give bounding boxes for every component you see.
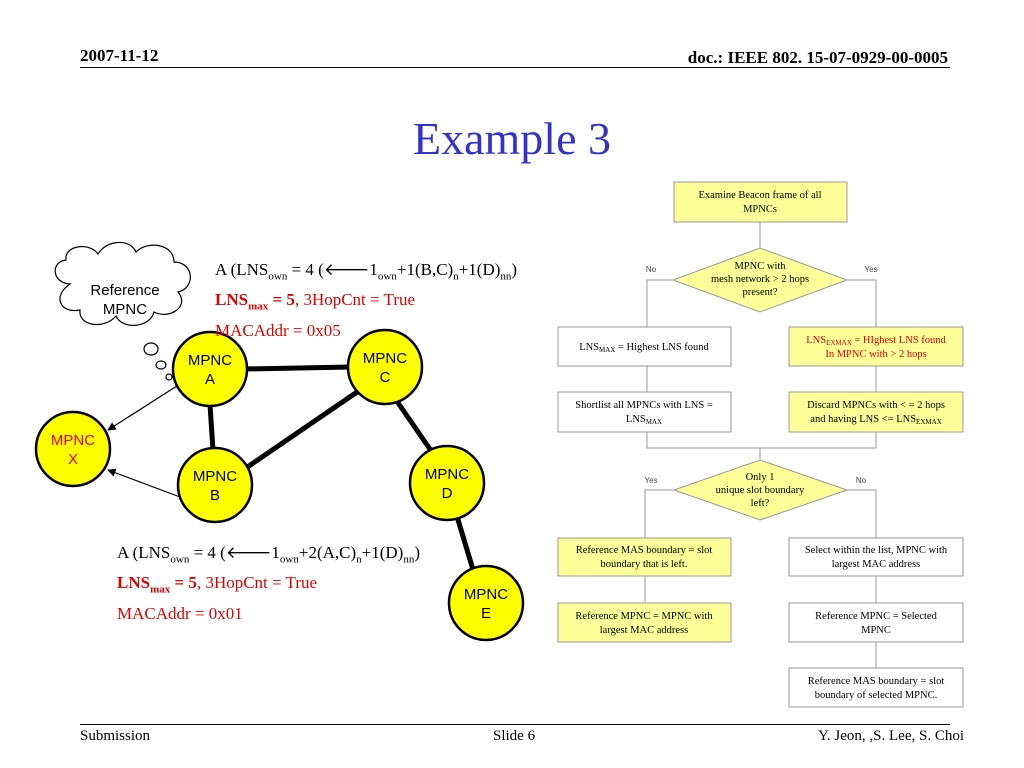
flow-shortlist-line2: LNSMAX — [626, 414, 662, 426]
node-c-line2: C — [380, 369, 391, 386]
footer-slide-number: Slide 6 — [493, 728, 536, 744]
header-divider — [80, 67, 950, 68]
flow-discard-line1: Discard MPNCs with < = 2 hops — [807, 400, 945, 411]
node-mpnc-b: MPNC B — [176, 446, 254, 524]
info-a-mac: MACAddr = 0x05 — [215, 320, 341, 340]
node-c-line1: MPNC — [363, 350, 407, 367]
node-a-line1: MPNC — [188, 352, 232, 369]
flow-decision-mesh-hops: MPNC with mesh network > 2 hops present?… — [646, 247, 878, 313]
header-date: 2007-11-12 — [80, 46, 159, 65]
flow-box-ref-mpnc-mac: Reference MPNC = MPNC with largest MAC a… — [557, 602, 732, 643]
flow-box-ref-mas-left: Reference MAS boundary = slot boundary t… — [557, 537, 732, 577]
link-a-c — [243, 364, 352, 372]
slide-title: Example 3 — [413, 113, 611, 164]
reference-thought-cloud: Reference MPNC — [54, 241, 191, 381]
info-block-node-a: A (LNSown = 4 (🡐1own+1(B,C)n+1(D)nn) LNS… — [215, 258, 517, 342]
footer-divider — [80, 724, 950, 725]
decision1-line1: MPNC with — [734, 261, 786, 272]
flow-decision-unique-slot: Only 1 unique slot boundary left? Yes No — [644, 459, 867, 521]
flow-shortlist-line1: Shortlist all MPNCs with LNS = — [575, 400, 713, 411]
node-mpnc-a: MPNC A — [171, 330, 249, 408]
flow-box-shortlist: Shortlist all MPNCs with LNS = LNSMAX — [557, 391, 732, 433]
link-c-d — [391, 395, 437, 457]
header-doc-id: doc.: IEEE 802. 15-07-0929-00-0005 — [687, 48, 948, 67]
node-e-line1: MPNC — [464, 586, 508, 603]
left-arrow-icon: 🡐 — [225, 543, 272, 562]
arrow-a-to-x — [107, 383, 181, 431]
link-a-b — [207, 404, 216, 451]
flow-start-line1: Examine Beacon frame of all — [698, 190, 821, 201]
decision2-yes-label: Yes — [644, 476, 657, 485]
arrow-b-to-x — [107, 468, 181, 498]
node-mpnc-x: MPNC X — [34, 410, 112, 488]
flow-discard-line2: and having LNS <= LNSEXMAX — [810, 414, 941, 426]
flow-select-mac-line2: largest MAC address — [832, 559, 920, 570]
flow-start-box: Examine Beacon frame of all MPNCs — [673, 181, 848, 223]
info-block-node-b: A (LNSown = 4 (🡐1own+2(A,C)n+1(D)nn) LNS… — [117, 541, 420, 625]
decision1-yes-label: Yes — [864, 265, 877, 274]
node-b-line1: MPNC — [193, 468, 237, 485]
flow-ref-mpnc-selected-line1: Reference MPNC = Selected — [815, 611, 937, 622]
node-b-line2: B — [210, 487, 220, 504]
node-e-line2: E — [481, 605, 491, 622]
flowchart: Examine Beacon frame of all MPNCs MPNC w… — [557, 181, 964, 708]
flow-ref-mas-left-line1: Reference MAS boundary = slot — [576, 545, 713, 556]
flow-ref-mpnc-mac-line2: largest MAC address — [600, 625, 688, 636]
node-d-line2: D — [442, 485, 453, 502]
flow-ref-mas-selected-line1: Reference MAS boundary = slot — [808, 676, 945, 687]
flow-ref-mas-selected-line2: boundary of selected MPNC. — [815, 690, 937, 701]
flow-ref-mpnc-mac-line1: Reference MPNC = MPNC with — [575, 611, 713, 622]
decision2-line3: left? — [751, 498, 770, 509]
footer-authors: Y. Jeon, ,S. Lee, S. Choi — [818, 728, 964, 744]
info-a-lns-line: A (LNSown = 4 (🡐1own+1(B,C)n+1(D)nn) — [215, 260, 518, 283]
info-b-mac: MACAddr = 0x01 — [117, 603, 243, 623]
network-diagram: Reference MPNC MPNC A MPNC C MPNC X MPNC… — [34, 241, 525, 642]
flow-box-ref-mas-selected: Reference MAS boundary = slot boundary o… — [788, 667, 964, 708]
flow-ref-mas-left-line2: boundary that is left. — [601, 559, 688, 570]
info-b-max-line: LNSmax = 5, 3HopCnt = True — [117, 573, 318, 596]
decision2-line2: unique slot boundary — [716, 485, 805, 496]
cloud-label-line2: MPNC — [103, 301, 147, 318]
flow-box-select-mac: Select within the list, MPNC with larges… — [788, 537, 964, 577]
decision1-line2: mesh network > 2 hops — [711, 274, 809, 285]
cloud-label-line1: Reference — [90, 282, 159, 299]
link-b-c — [244, 387, 362, 471]
flow-lns-exmax-line1: LNSEXMAX = HIghest LNS found — [806, 335, 946, 347]
footer-submission: Submission — [80, 728, 151, 744]
node-x-line2: X — [68, 451, 78, 468]
flow-lns-max-text: LNSMAX = Highest LNS found — [579, 342, 709, 354]
node-mpnc-e: MPNC E — [447, 564, 525, 642]
node-mpnc-d: MPNC D — [408, 444, 486, 522]
flow-start-line2: MPNCs — [743, 204, 777, 215]
flow-lns-exmax-line2: In MPNC with > 2 hops — [825, 349, 926, 360]
left-arrow-icon: 🡐 — [323, 260, 370, 279]
flow-box-lns-max: LNSMAX = Highest LNS found — [557, 326, 732, 367]
decision1-line3: present? — [743, 287, 778, 298]
decision2-no-label: No — [856, 476, 867, 485]
node-a-line2: A — [205, 371, 215, 388]
node-d-line1: MPNC — [425, 466, 469, 483]
node-x-line1: MPNC — [51, 432, 95, 449]
flow-box-lns-exmax: LNSEXMAX = HIghest LNS found In MPNC wit… — [788, 326, 964, 367]
node-mpnc-c: MPNC C — [346, 328, 424, 406]
flow-box-ref-mpnc-selected: Reference MPNC = Selected MPNC — [788, 602, 964, 643]
link-d-e — [453, 512, 477, 574]
flow-select-mac-line1: Select within the list, MPNC with — [805, 545, 948, 556]
flow-ref-mpnc-selected-line2: MPNC — [861, 625, 891, 636]
decision1-no-label: No — [646, 265, 657, 274]
info-b-lns-line: A (LNSown = 4 (🡐1own+2(A,C)n+1(D)nn) — [117, 543, 421, 566]
info-a-max-line: LNSmax = 5, 3HopCnt = True — [215, 290, 416, 313]
decision2-line1: Only 1 — [746, 472, 775, 483]
flow-box-discard: Discard MPNCs with < = 2 hops and having… — [788, 391, 964, 433]
